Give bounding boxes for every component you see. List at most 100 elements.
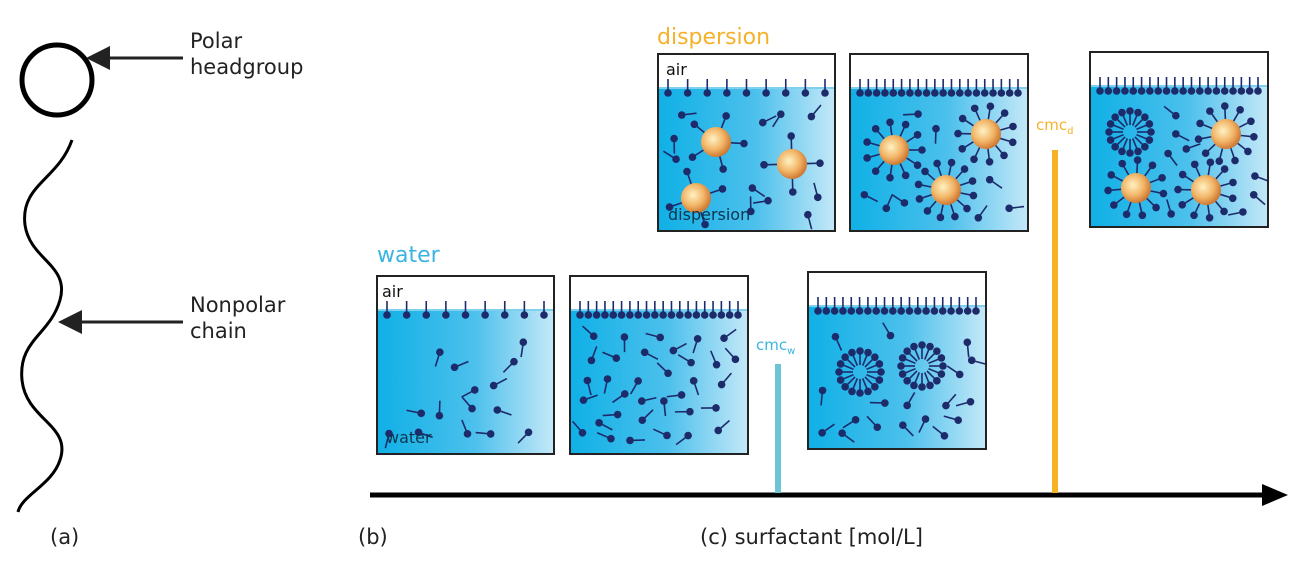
surfactant-head — [863, 138, 871, 146]
surfactant-head — [1146, 87, 1154, 95]
surfactant-head — [898, 354, 907, 362]
surfactant-head — [939, 362, 947, 370]
surfactant-head — [1239, 208, 1247, 216]
surfactant-head — [856, 347, 864, 355]
surfactant-head — [899, 421, 907, 429]
surfactant-head — [986, 102, 995, 111]
surfactant-head — [918, 383, 926, 391]
surfactant-head — [856, 389, 864, 397]
surfactant-head — [860, 190, 869, 199]
dispersion-medium-label: dispersion — [668, 205, 751, 224]
surfactant-head — [818, 386, 827, 395]
surfactant-head — [717, 380, 726, 389]
surfactant-head — [985, 175, 994, 184]
surfactant-head — [1107, 171, 1116, 179]
dispersion-particle — [1191, 175, 1221, 205]
surfactant-head — [963, 338, 972, 347]
surfactant-head — [969, 191, 978, 200]
surfactant-head — [903, 347, 911, 355]
surfactant-head — [1134, 147, 1142, 156]
surfactant-head — [841, 353, 849, 361]
surfactant-head — [906, 89, 914, 97]
surfactant-head — [468, 404, 476, 413]
surfactant-head — [872, 89, 881, 97]
surfactant-head — [1220, 207, 1228, 216]
surfactant-head — [1152, 203, 1160, 212]
surfactant-head — [831, 332, 840, 341]
surfactant-head — [968, 177, 977, 185]
surfactant-head — [947, 158, 956, 167]
surfactant-head — [663, 431, 671, 440]
chain-label-line1: Nonpolar — [190, 293, 286, 317]
surfactant-head — [1220, 87, 1229, 95]
surfactant-head — [1118, 108, 1126, 117]
surfactant-head — [1008, 138, 1017, 147]
surfactant-head — [818, 428, 826, 437]
surfactant-head — [1206, 158, 1215, 167]
surfactant-head — [731, 355, 740, 364]
surfactant-head — [693, 334, 702, 343]
surfactant-head — [804, 210, 812, 219]
surfactant-head — [688, 153, 697, 161]
surfactant-head — [936, 213, 945, 222]
surfactant-head — [435, 411, 444, 420]
surfactant-head — [690, 120, 699, 129]
surfactant-head — [1236, 106, 1244, 114]
surfactant-head — [720, 334, 728, 343]
surfactant-head — [1145, 136, 1154, 144]
surfactant-head — [921, 167, 929, 176]
surfactant-head — [689, 377, 698, 385]
surfactant-head — [855, 307, 864, 315]
surfactant-head — [1172, 111, 1180, 120]
surfactant-head — [1141, 113, 1149, 121]
surfactant-head — [1164, 149, 1172, 158]
surfactant-head — [897, 362, 905, 370]
surfactant-head — [1215, 157, 1224, 165]
surfactant-head — [640, 348, 649, 357]
surfactant-head — [613, 410, 622, 419]
surfactant-head — [725, 311, 734, 319]
surfactant-head — [609, 311, 618, 319]
surfactant-head — [683, 167, 691, 176]
surfactant-head — [970, 104, 979, 113]
surfactant-head — [970, 155, 978, 164]
concentration-box — [569, 275, 749, 455]
cmc-water-sub: w — [787, 346, 796, 357]
surfactant-head — [926, 342, 934, 351]
surfactant-head — [963, 307, 972, 315]
surfactant-head — [519, 338, 528, 347]
surfactant-head — [1104, 186, 1112, 195]
surfactant-head — [677, 111, 686, 119]
concentration-box — [1089, 51, 1270, 228]
surfactant-head — [1178, 200, 1187, 209]
dispersion-particle — [1211, 119, 1241, 149]
surfactant-head — [1110, 201, 1118, 209]
surfactant-head — [1129, 87, 1138, 95]
surfactant-head — [964, 89, 972, 97]
headgroup-label-line1: Polar — [190, 29, 243, 53]
surfactant-head — [481, 311, 489, 319]
surfactant-head — [886, 118, 894, 127]
surfactant-head — [634, 311, 643, 319]
surfactant-head — [1158, 174, 1166, 182]
surfactant-head — [886, 331, 895, 340]
surfactant-head — [700, 311, 709, 319]
box-frame — [376, 275, 555, 455]
surfactant-head — [686, 407, 694, 416]
surfactant-head — [626, 311, 634, 319]
surfactant-head — [422, 311, 431, 319]
surfactant-head — [871, 167, 880, 175]
surfactant-head — [915, 195, 924, 203]
water-air-label: air — [382, 282, 403, 301]
surfactant-head — [1126, 107, 1134, 115]
surfactant-head — [1141, 143, 1149, 151]
surfactant-head — [442, 311, 450, 319]
dispersion-particle — [931, 175, 961, 205]
surfactant-head — [576, 311, 584, 319]
surfactant-head — [683, 89, 692, 97]
surfactant-head — [914, 110, 922, 118]
headgroup-label: Polar headgroup — [190, 28, 303, 81]
surfactant-head — [579, 396, 588, 404]
dispersion-particle — [1121, 173, 1151, 203]
